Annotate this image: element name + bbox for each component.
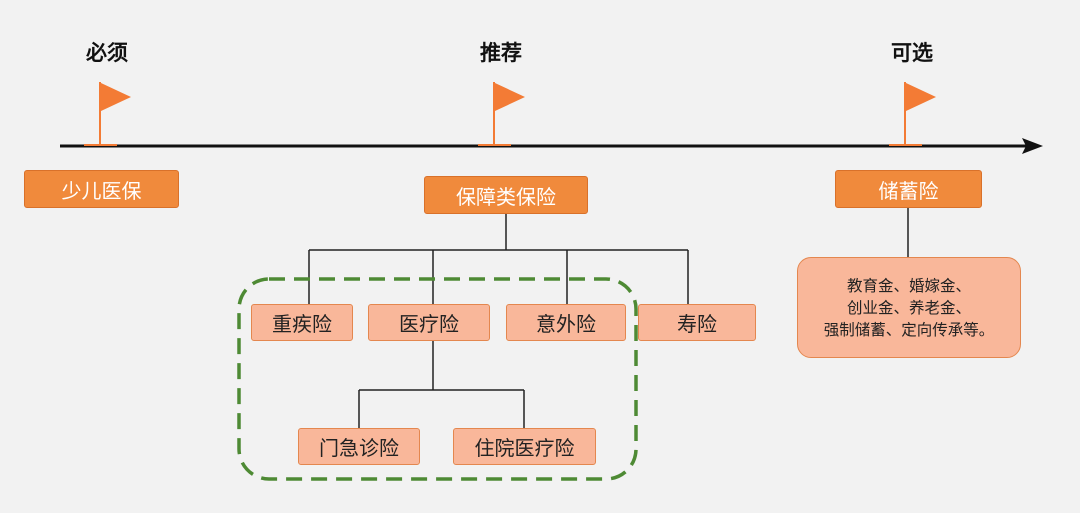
node-outpatient: 门急诊险 <box>298 428 420 465</box>
node-accident: 意外险 <box>506 304 626 341</box>
flag-icon-recommended <box>478 82 525 146</box>
label-required: 必须 <box>86 41 128 65</box>
label-optional: 可选 <box>891 41 933 65</box>
savings-desc-line-2: 创业金、养老金、 <box>846 298 971 317</box>
node-life: 寿险 <box>638 304 756 341</box>
node-protection-insurance: 保障类保险 <box>424 176 588 214</box>
savings-desc-line-3: 强制储蓄、定向传承等。 <box>823 320 995 339</box>
node-child-medical: 少儿医保 <box>24 170 179 208</box>
node-savings-insurance: 储蓄险 <box>835 170 982 208</box>
savings-desc-line-1: 教育金、婚嫁金、 <box>846 276 971 295</box>
savings-description: 教育金、婚嫁金、 创业金、养老金、 强制储蓄、定向传承等。 <box>797 257 1021 358</box>
timeline-arrowhead <box>1022 138 1043 154</box>
node-inpatient-medical: 住院医疗险 <box>453 428 596 465</box>
dashed-group-outline <box>237 277 638 481</box>
flag-icon-required <box>84 82 131 146</box>
node-critical-illness: 重疾险 <box>251 304 353 341</box>
label-recommended: 推荐 <box>480 41 522 65</box>
tree-connectors <box>308 208 909 428</box>
flag-icon-optional <box>889 82 936 146</box>
node-medical: 医疗险 <box>368 304 490 341</box>
